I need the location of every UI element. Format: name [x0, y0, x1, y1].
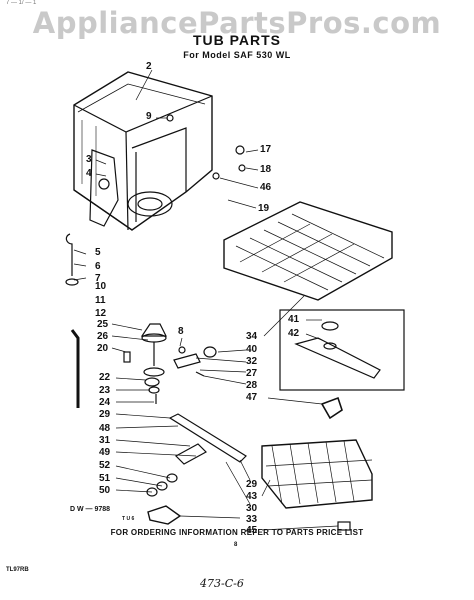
screw-46-drawing [212, 172, 220, 180]
screw-18-drawing [238, 164, 246, 172]
callout-24: 24 [99, 397, 111, 408]
lower-rack-drawing [261, 439, 373, 509]
callout-28: 28 [246, 380, 258, 391]
drawing-sub: T U 6 [122, 516, 135, 522]
hose-drawing [65, 233, 79, 286]
callout-45: 45 [246, 525, 258, 536]
callout-51: 51 [99, 473, 111, 484]
callout-30: 30 [246, 503, 258, 514]
lower-spray-arm-drawing [168, 413, 247, 465]
callout-22: 22 [99, 372, 111, 383]
handwritten-note: 473-C-6 [200, 577, 244, 590]
callout-18: 18 [260, 164, 272, 175]
callout-50: 50 [99, 485, 111, 496]
corner-code: TL97RB [6, 567, 29, 573]
pump-parts-drawing [123, 323, 186, 377]
drawing-number: D W — 9788 [70, 506, 111, 513]
callout-3: 3 [86, 154, 92, 165]
callout-12: 12 [95, 308, 107, 319]
page-mark: 8 [234, 542, 238, 548]
callout-29-lower: 29 [246, 479, 258, 490]
callout-7: 7 [95, 273, 101, 284]
spray-arm-box [279, 309, 405, 391]
callout-42: 42 [288, 328, 300, 339]
upper-rack-drawing [223, 201, 393, 301]
callout-32: 32 [246, 356, 258, 367]
callout-46: 46 [260, 182, 272, 193]
leader-lines [73, 69, 339, 531]
callout-8: 8 [178, 326, 184, 337]
callout-47: 47 [246, 392, 258, 403]
ordering-note: FOR ORDERING INFORMATION REFER TO PARTS … [110, 528, 364, 537]
callout-33: 33 [246, 514, 258, 525]
diagram-subtitle: For Model SAF 530 WL [183, 50, 291, 60]
callout-29-upper: 29 [99, 409, 111, 420]
top-mark: 7 — 1/ — 1 [6, 0, 37, 6]
callout-19: 19 [258, 203, 270, 214]
callout-11: 11 [95, 295, 106, 306]
tub-drawing [73, 71, 213, 231]
callout-31: 31 [99, 435, 111, 446]
callout-48: 48 [99, 423, 111, 434]
watermark: AppliancePartsPros.com [32, 6, 442, 40]
callout-41: 41 [288, 314, 300, 325]
callout-9: 9 [146, 111, 152, 122]
screw-17-drawing [235, 145, 245, 155]
filter-drawing [320, 396, 343, 420]
callout-34: 34 [246, 331, 258, 342]
callout-10: 10 [95, 281, 107, 292]
callout-2: 2 [146, 61, 152, 72]
callout-5: 5 [95, 247, 101, 258]
callout-40: 40 [246, 344, 258, 355]
callout-20: 20 [97, 343, 109, 354]
callout-4: 4 [86, 168, 92, 179]
callout-52: 52 [99, 460, 111, 471]
callout-6: 6 [95, 261, 101, 272]
callout-27: 27 [246, 368, 258, 379]
side-bracket-drawing [89, 149, 119, 227]
callout-26: 26 [97, 331, 109, 342]
callout-23: 23 [99, 385, 111, 396]
diagram-title: TUB PARTS [192, 32, 282, 48]
washers-drawing [146, 473, 178, 497]
callout-17: 17 [260, 144, 272, 155]
center-link-drawing [173, 346, 217, 377]
callout-43: 43 [246, 491, 258, 502]
small-parts-drawing [144, 377, 160, 404]
callout-25: 25 [97, 319, 109, 330]
gasket-drawing [147, 505, 182, 525]
fill-tube-drawing [70, 329, 80, 408]
callout-49: 49 [99, 447, 111, 458]
